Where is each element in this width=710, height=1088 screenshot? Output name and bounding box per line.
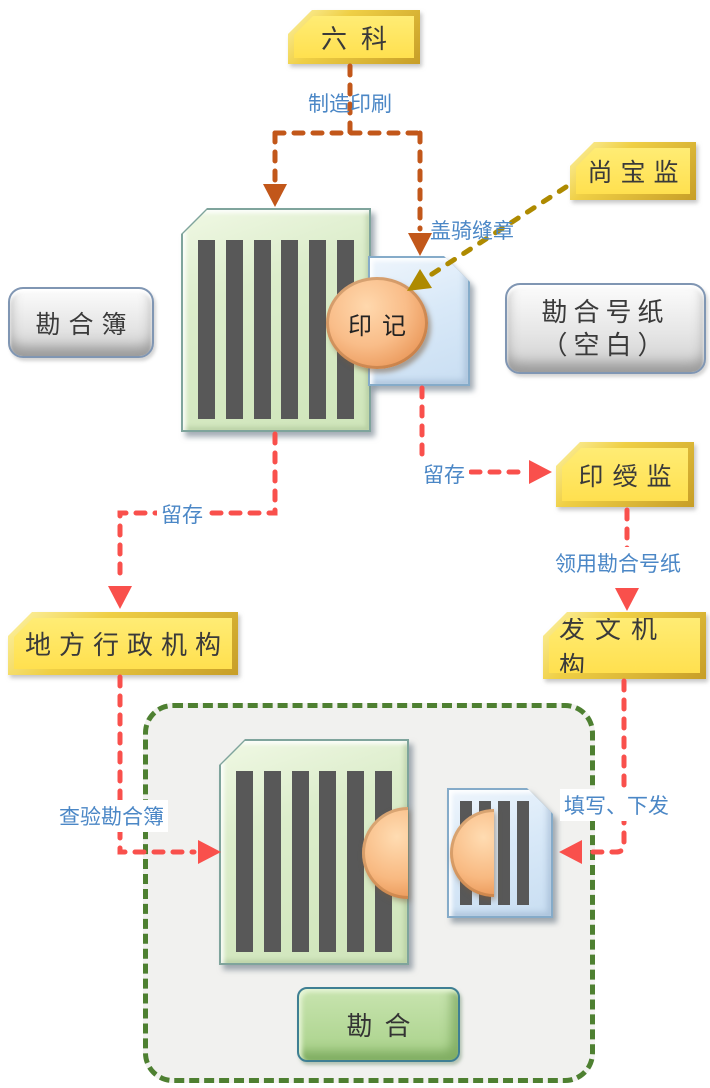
label-stamp-seam: 盖骑缝章 — [430, 220, 514, 243]
node-yinshou-office-label: 印绶监 — [578, 462, 681, 491]
result-tally-match: 勘合 — [297, 987, 460, 1062]
node-yinshou-office: 印绶监 — [556, 442, 694, 507]
seal-label: 印记 — [348, 312, 416, 340]
tag-tally-book-label: 勘合簿 — [35, 310, 135, 339]
label-check-book: 查验勘合簿 — [55, 800, 168, 832]
label-retain-left: 留存 — [157, 498, 207, 530]
half-seal-left-icon — [362, 807, 408, 899]
seal-icon: 印记 — [326, 277, 428, 369]
node-six-offices-label: 六科 — [320, 23, 401, 54]
tag-tally-paper-line2: （空白） — [541, 329, 670, 360]
node-shangbao-office-label: 尚宝监 — [587, 159, 687, 187]
label-retain-right: 留存 — [419, 458, 469, 490]
tag-tally-paper-line1: 勘合号纸 — [541, 297, 670, 327]
node-shangbao-office: 尚宝监 — [570, 142, 696, 200]
half-seal-right-icon — [450, 809, 494, 897]
node-local-admin-label: 地方行政机构 — [24, 630, 229, 660]
node-six-offices: 六科 — [288, 10, 420, 64]
label-make-print: 制造印刷 — [308, 93, 392, 116]
arrow-stamp-seam — [426, 184, 569, 279]
result-tally-match-label: 勘合 — [346, 1011, 423, 1041]
tag-tally-paper: 勘合号纸 （空白） — [505, 283, 706, 374]
node-issuing-agency: 发文机构 — [543, 612, 706, 679]
label-receive-paper: 领用勘合号纸 — [551, 547, 685, 579]
arrow-red-flows — [117, 385, 630, 855]
label-fill-issue: 填写、下发 — [560, 789, 673, 821]
node-local-admin: 地方行政机构 — [8, 612, 238, 675]
node-issuing-agency-label: 发文机构 — [559, 613, 668, 681]
arrow-make-print — [272, 63, 423, 232]
tag-tally-book: 勘合簿 — [8, 287, 154, 358]
